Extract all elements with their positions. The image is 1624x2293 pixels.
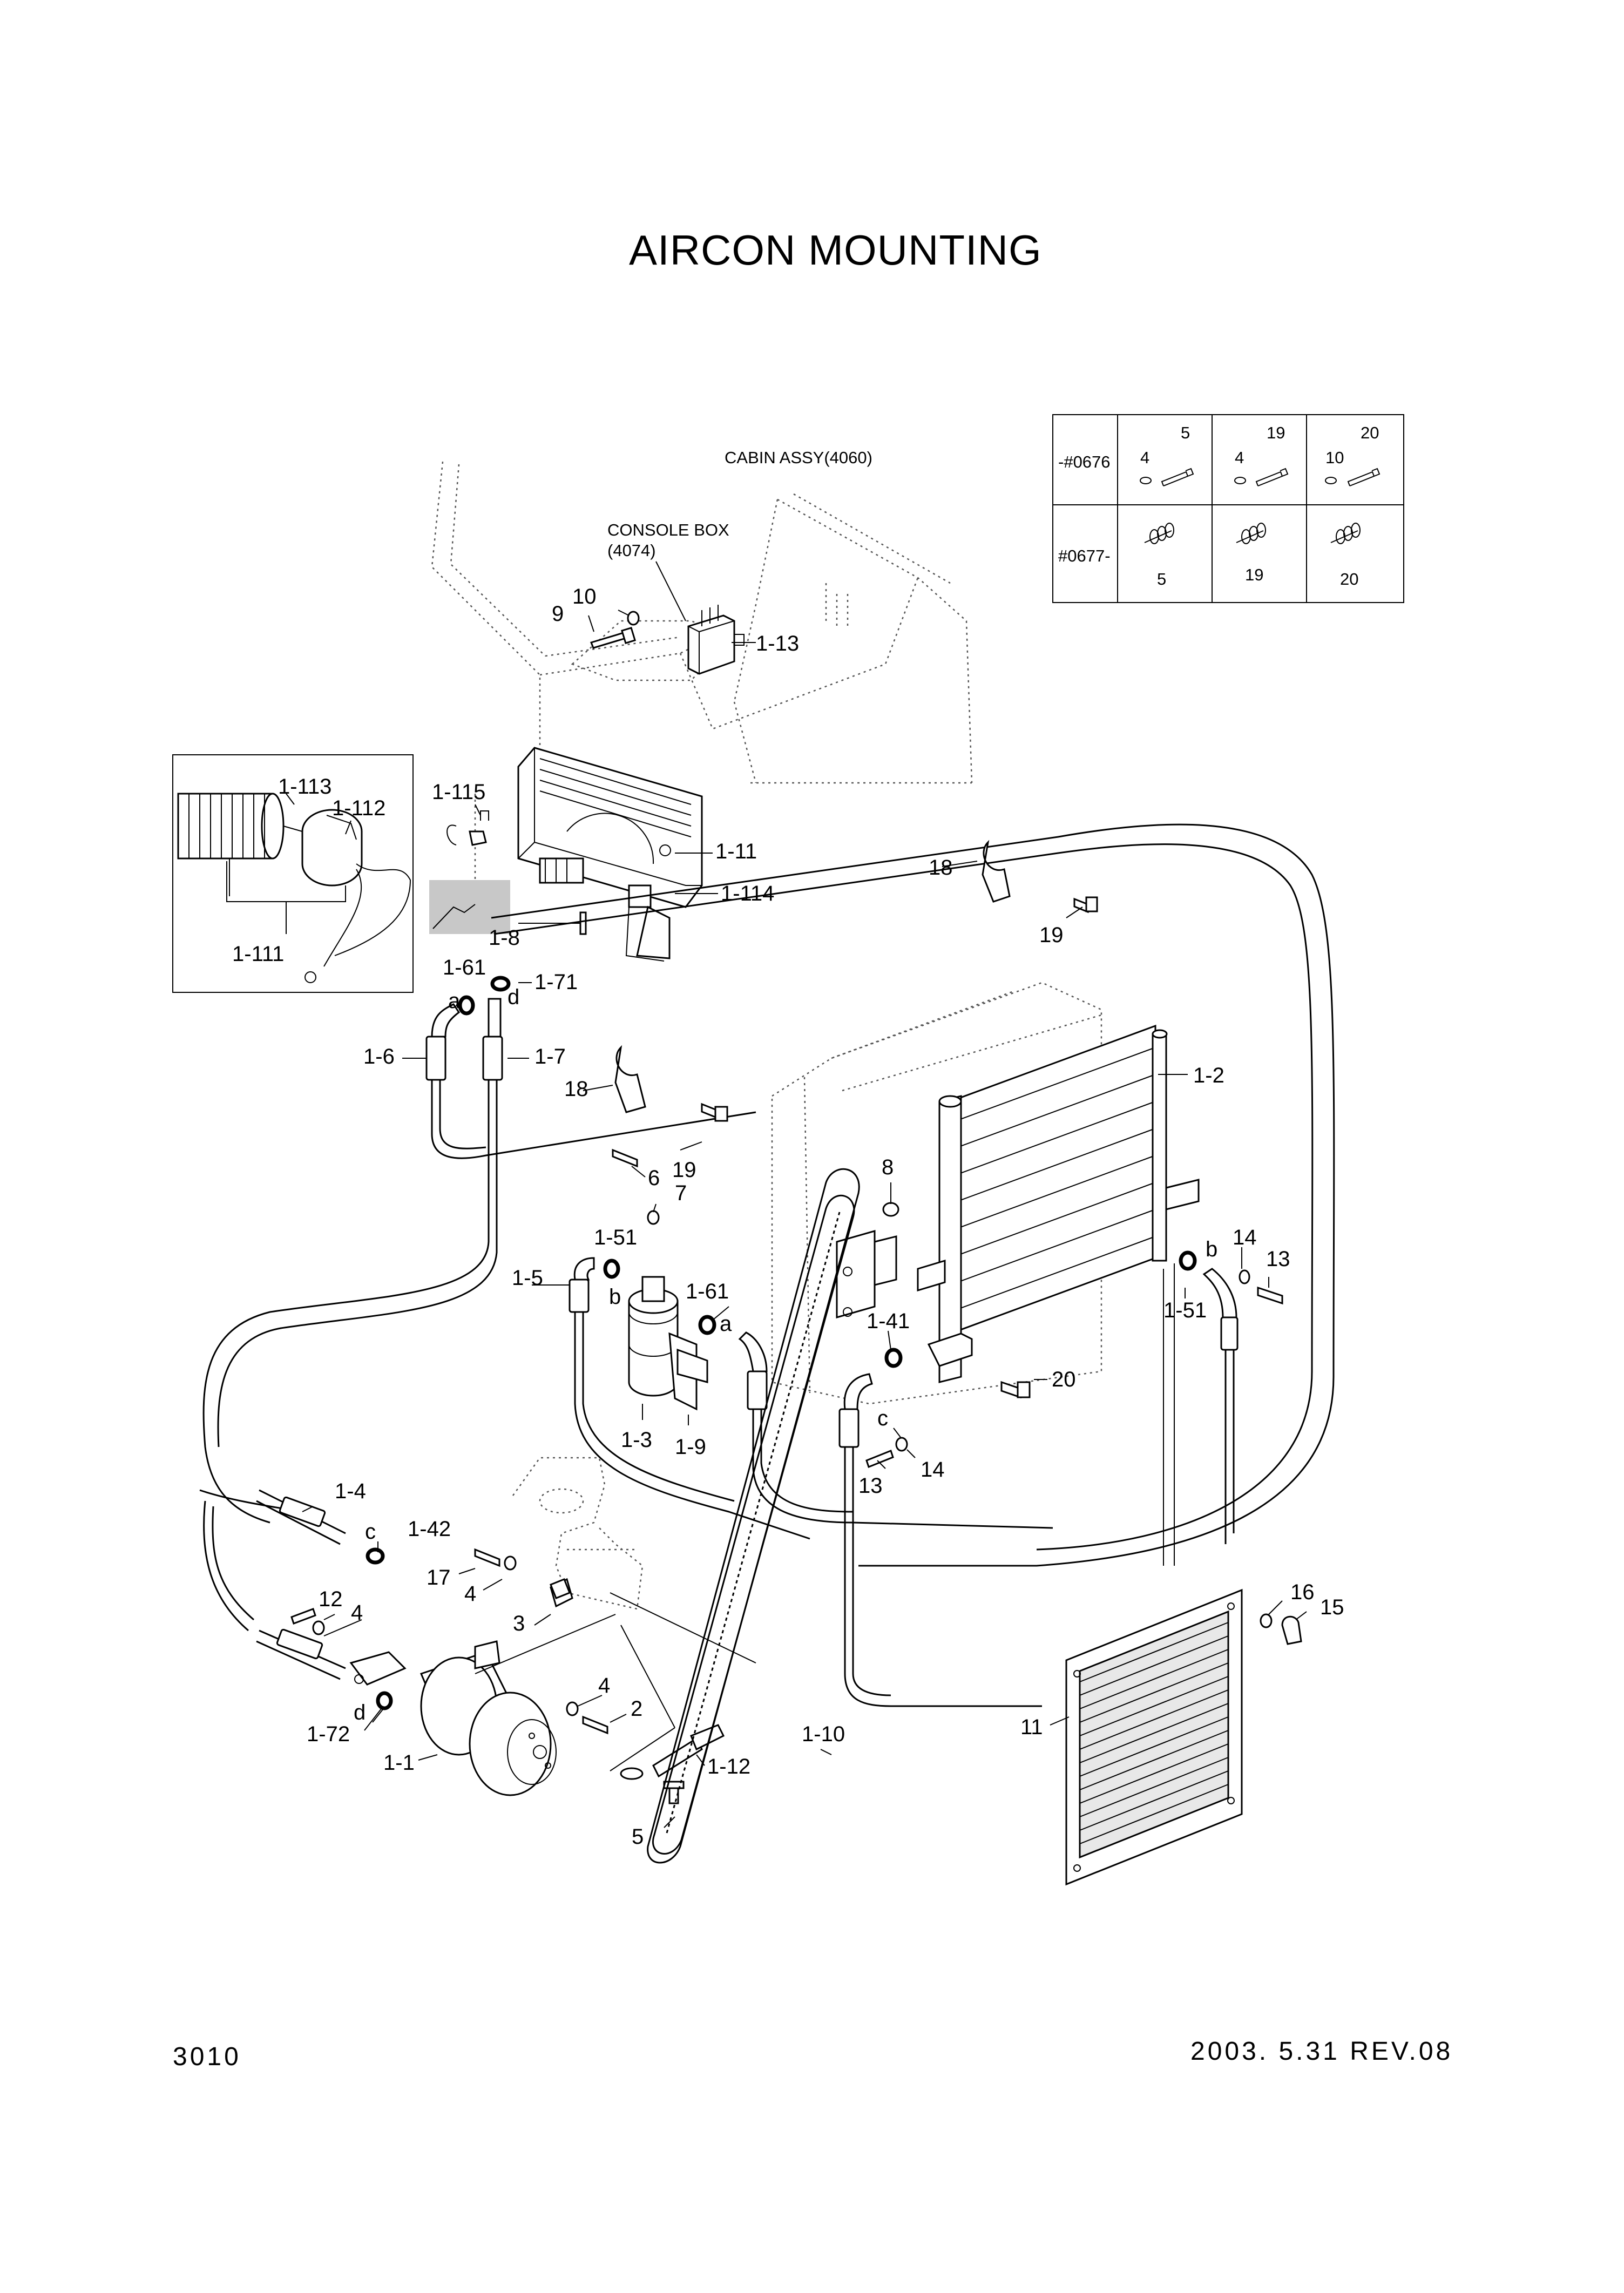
callout-11: 11 [1020, 1715, 1043, 1739]
condenser-screen [1065, 1588, 1243, 1886]
callout-4-lower: 4 [598, 1674, 610, 1697]
serial-row1-washer-2: 4 [1235, 448, 1244, 467]
serial-row2-part-3: 20 [1340, 570, 1358, 589]
serial-row1-washer-3: 10 [1325, 448, 1344, 467]
callout-1-3: 1-3 [621, 1428, 652, 1452]
o-rings [366, 976, 1197, 1710]
belt [647, 1168, 860, 1864]
callout-6: 6 [648, 1166, 660, 1190]
callout-1-115: 1-115 [432, 780, 485, 804]
receiver-drier [628, 1276, 708, 1411]
page-title: AIRCON MOUNTING [629, 226, 1042, 274]
callout-13-lower: 13 [858, 1474, 883, 1498]
callout-14-lower: 14 [921, 1458, 945, 1482]
callout-13-right: 13 [1266, 1247, 1290, 1271]
callout-10: 10 [572, 585, 597, 608]
callout-1-61-upper: 1-61 [443, 956, 486, 979]
serial-row1-bolt-1: 5 [1181, 423, 1190, 442]
serial-table: -#0676 #0677- 4 5 4 19 10 20 5 19 20 [1052, 414, 1404, 603]
fasteners [290, 642, 1302, 1735]
callout-d-upper: d [508, 985, 519, 1009]
condenser [771, 982, 1200, 1405]
callout-1-111: 1-111 [232, 942, 284, 966]
callout-1-11: 1-11 [715, 840, 757, 863]
callout-1-8: 1-8 [489, 926, 520, 950]
note-console-box: CONSOLE BOX [607, 520, 729, 539]
callout-labels: 9 10 1-13 1-113 1-112 1-111 1-115 1-11 1… [232, 585, 1344, 1849]
blower-inset [172, 754, 414, 993]
bolt-9 [590, 611, 640, 649]
note-console-box-ref: (4074) [607, 541, 656, 560]
callout-1-7: 1-7 [534, 1045, 566, 1068]
callout-1-112: 1-112 [332, 796, 385, 820]
callout-b-left: b [609, 1285, 621, 1309]
callout-3: 3 [513, 1612, 525, 1635]
serial-row1-bolt-2: 19 [1267, 423, 1285, 442]
callout-b-right: b [1206, 1237, 1217, 1261]
callout-15: 15 [1320, 1595, 1344, 1619]
duct-shade [429, 880, 510, 934]
callout-1-1: 1-1 [383, 1751, 415, 1775]
callout-8: 8 [882, 1155, 894, 1179]
callout-12: 12 [319, 1587, 343, 1611]
relay-bracket [446, 810, 489, 846]
callout-1-113: 1-113 [278, 775, 331, 799]
callout-1-5: 1-5 [512, 1266, 543, 1290]
v-belt-visible [652, 1194, 855, 1855]
callout-5: 5 [632, 1825, 644, 1849]
callout-4-left: 4 [351, 1601, 363, 1625]
callout-1-9: 1-9 [675, 1435, 706, 1459]
serial-row1-washer-1: 4 [1140, 448, 1149, 467]
callout-18-upper: 18 [929, 856, 953, 880]
callout-9: 9 [552, 602, 564, 626]
callout-c-left: c [365, 1520, 376, 1544]
callout-7: 7 [675, 1181, 687, 1205]
serial-row2-part-1: 5 [1157, 570, 1166, 589]
callout-1-51-right: 1-51 [1163, 1298, 1207, 1322]
callout-19-upper: 19 [1039, 923, 1064, 947]
callout-4-upper: 4 [464, 1582, 476, 1606]
callout-1-72: 1-72 [307, 1722, 350, 1746]
callout-20: 20 [1052, 1368, 1076, 1391]
serial-row1-bolt-3: 20 [1361, 423, 1379, 442]
callout-1-41: 1-41 [867, 1309, 910, 1333]
page-number: 3010 [173, 2042, 241, 2071]
idler-assembly [620, 1724, 725, 1804]
callout-18-lower: 18 [564, 1077, 588, 1101]
callout-16: 16 [1290, 1580, 1315, 1604]
leader-lines [229, 610, 1307, 1828]
callout-1-6: 1-6 [363, 1045, 395, 1068]
callout-1-42: 1-42 [408, 1517, 451, 1541]
callout-17: 17 [427, 1566, 451, 1589]
callout-2: 2 [631, 1697, 642, 1721]
serial-row2-part-2: 19 [1245, 565, 1263, 584]
callout-14-right: 14 [1233, 1226, 1257, 1249]
callout-1-114: 1-114 [721, 882, 774, 905]
serial-row2-label: #0677- [1058, 546, 1111, 565]
hose-fittings [276, 998, 1239, 1660]
note-cabin-assy: CABIN ASSY(4060) [725, 448, 872, 467]
hose-lines [199, 823, 1335, 1707]
callout-1-61-lower: 1-61 [686, 1280, 729, 1303]
callout-a-lower: a [720, 1312, 732, 1336]
callout-1-4: 1-4 [335, 1479, 366, 1503]
compressor [349, 1640, 557, 1796]
callout-1-71: 1-71 [534, 970, 578, 994]
callout-1-13: 1-13 [756, 632, 799, 655]
callout-1-51-left: 1-51 [594, 1226, 637, 1249]
console-box [571, 605, 745, 681]
callout-19-lower: 19 [672, 1158, 696, 1182]
evaporator-unit [517, 747, 703, 962]
callout-1-10: 1-10 [802, 1722, 845, 1746]
revision-date: 2003. 5.31 REV.08 [1190, 2037, 1453, 2066]
callout-1-2: 1-2 [1193, 1064, 1224, 1087]
callout-c-right: c [877, 1406, 888, 1430]
callout-d-lower: d [354, 1701, 366, 1724]
callout-a-upper: a [448, 989, 461, 1013]
serial-row1-label: -#0676 [1058, 452, 1111, 471]
callout-1-12: 1-12 [707, 1755, 750, 1778]
